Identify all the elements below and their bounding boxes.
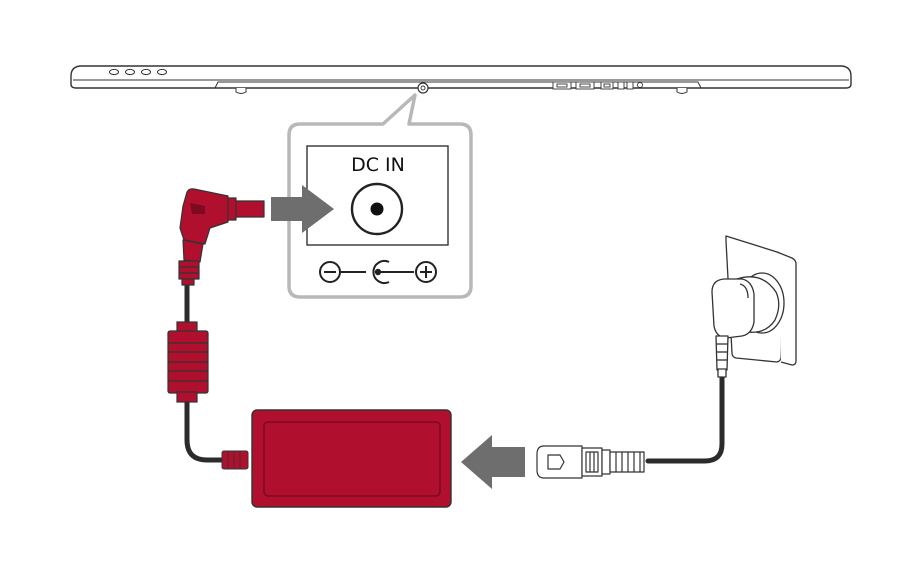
port-label: DC IN: [351, 154, 405, 176]
plus-icon: [415, 261, 437, 283]
soundbar-buttons: [109, 68, 167, 76]
ac-plug-icon: [711, 276, 780, 378]
ferrite-core-icon: [167, 321, 209, 403]
soundbar-dc-jack: [417, 82, 429, 94]
power-adapter-icon: [251, 409, 452, 508]
ac-connector-icon: [536, 445, 645, 479]
ac-cable: [645, 373, 725, 464]
dc-in-callout: DC IN − +: [287, 93, 473, 299]
strain-relief-icon: [221, 450, 249, 470]
insert-arrow-icon: [461, 435, 525, 489]
dc-plug-icon: [178, 188, 265, 286]
insert-arrow-icon: [271, 185, 334, 233]
soundbar-icon: [70, 65, 852, 94]
dc-cable: [184, 281, 230, 463]
polarity-symbol: [319, 260, 437, 284]
soundbar-rear-ports: [552, 81, 643, 90]
